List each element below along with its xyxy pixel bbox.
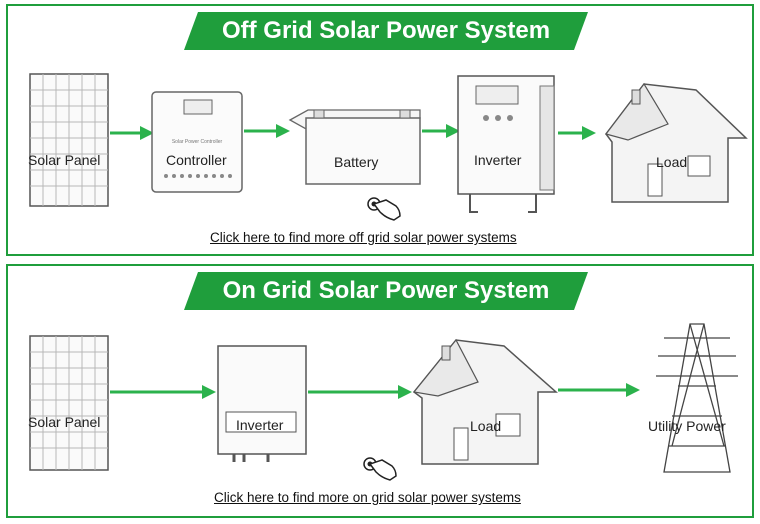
off-grid-panel: Off Grid Solar Power System Solar [6,4,754,256]
on-grid-diagram [29,323,738,481]
load-label: Load [470,418,502,434]
arrow-icon [558,126,596,140]
arrow-icon [308,385,412,399]
arrow-icon [110,385,216,399]
on-grid-title: On Grid Solar Power System [222,277,550,304]
power-tower-icon [656,323,738,473]
on-grid-title-banner: On Grid Solar Power System [184,272,588,310]
arrow-icon [244,124,290,138]
pointing-hand-icon [363,457,397,481]
arrow-icon [558,383,640,397]
battery-icon [288,109,421,185]
house-icon [412,338,558,465]
utility-power-label: Utility Power [648,418,726,434]
load-label: Load [656,154,688,170]
on-grid-more-link[interactable]: Click here to find more on grid solar po… [214,490,521,505]
house-icon [604,82,748,203]
inverter-icon [217,345,307,462]
arrow-icon [422,124,460,138]
off-grid-title: Off Grid Solar Power System [221,17,551,44]
pointing-hand-icon [367,197,401,221]
solar-panel-label: Solar Panel [28,152,101,168]
controller-icon: Solar Power Controller [151,91,243,193]
banner-shape [184,12,588,50]
solar-panel-label: Solar Panel [28,414,101,430]
inverter-label: Inverter [236,417,284,433]
solar-panel-icon [29,73,109,207]
svg-text:Solar Power Controller: Solar Power Controller [172,139,223,145]
solar-panel-icon [29,335,109,471]
off-grid-more-link[interactable]: Click here to find more off grid solar p… [210,230,517,245]
on-grid-panel: On Grid Solar Power System [6,264,754,518]
off-grid-title-banner: Off Grid Solar Power System [184,12,588,50]
inverter-icon [457,75,555,213]
controller-label: Controller [166,152,227,168]
off-grid-diagram: Solar Power Controller [29,73,748,221]
battery-label: Battery [334,154,379,170]
inverter-label: Inverter [474,152,522,168]
arrow-icon [110,126,154,140]
banner-shape [184,272,588,310]
